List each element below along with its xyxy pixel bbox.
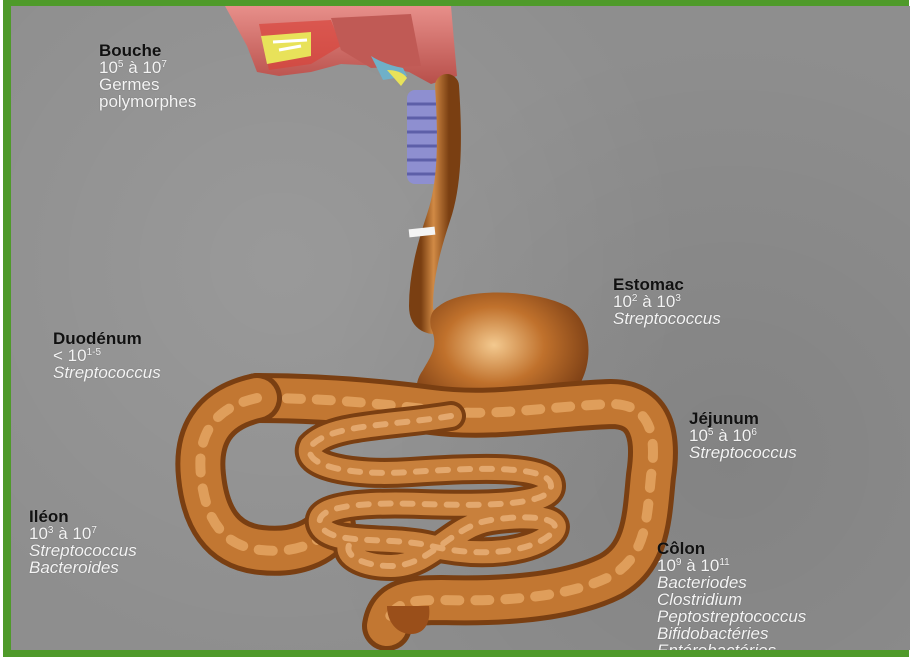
label-jejunum: Jéjunum 105 à 106 Streptococcus <box>689 410 797 461</box>
small-intestine <box>310 416 555 566</box>
label-colon-name: Côlon <box>657 540 806 557</box>
label-duodenum-name: Duodénum <box>53 330 161 347</box>
label-colon-range: 109 à 1011 <box>657 557 806 574</box>
mouth-cross-section <box>225 6 457 86</box>
label-colon-line-4: Bifidobactéries <box>657 625 806 642</box>
label-ileon: Iléon 103 à 107 Streptococcus Bacteroide… <box>29 508 137 576</box>
label-colon-line-1: Bacteriodes <box>657 574 806 591</box>
label-estomac-range: 102 à 103 <box>613 293 721 310</box>
label-ileon-name: Iléon <box>29 508 137 525</box>
label-ileon-range: 103 à 107 <box>29 525 137 542</box>
label-duodenum: Duodénum < 101-5 Streptococcus <box>53 330 161 381</box>
label-jejunum-name: Jéjunum <box>689 410 797 427</box>
label-duodenum-line-1: Streptococcus <box>53 364 161 381</box>
label-colon-line-5: Entérobactéries <box>657 642 806 650</box>
label-bouche: Bouche 105 à 107 Germes polymorphes <box>99 42 196 110</box>
label-duodenum-range: < 101-5 <box>53 347 161 364</box>
label-ileon-line-2: Bacteroides <box>29 559 137 576</box>
label-ileon-line-1: Streptococcus <box>29 542 137 559</box>
label-colon-line-2: Clostridium <box>657 591 806 608</box>
label-estomac-name: Estomac <box>613 276 721 293</box>
image-frame: Bouche 105 à 107 Germes polymorphes Esto… <box>3 0 909 657</box>
label-estomac: Estomac 102 à 103 Streptococcus <box>613 276 721 327</box>
label-estomac-line-1: Streptococcus <box>613 310 721 327</box>
label-bouche-line-1: Germes <box>99 76 196 93</box>
label-colon-line-3: Peptostreptococcus <box>657 608 806 625</box>
label-jejunum-line-1: Streptococcus <box>689 444 797 461</box>
label-bouche-range: 105 à 107 <box>99 59 196 76</box>
illustration-panel: Bouche 105 à 107 Germes polymorphes Esto… <box>11 6 910 650</box>
label-bouche-name: Bouche <box>99 42 196 59</box>
label-bouche-line-2: polymorphes <box>99 93 196 110</box>
label-jejunum-range: 105 à 106 <box>689 427 797 444</box>
label-colon: Côlon 109 à 1011 Bacteriodes Clostridium… <box>657 540 806 650</box>
